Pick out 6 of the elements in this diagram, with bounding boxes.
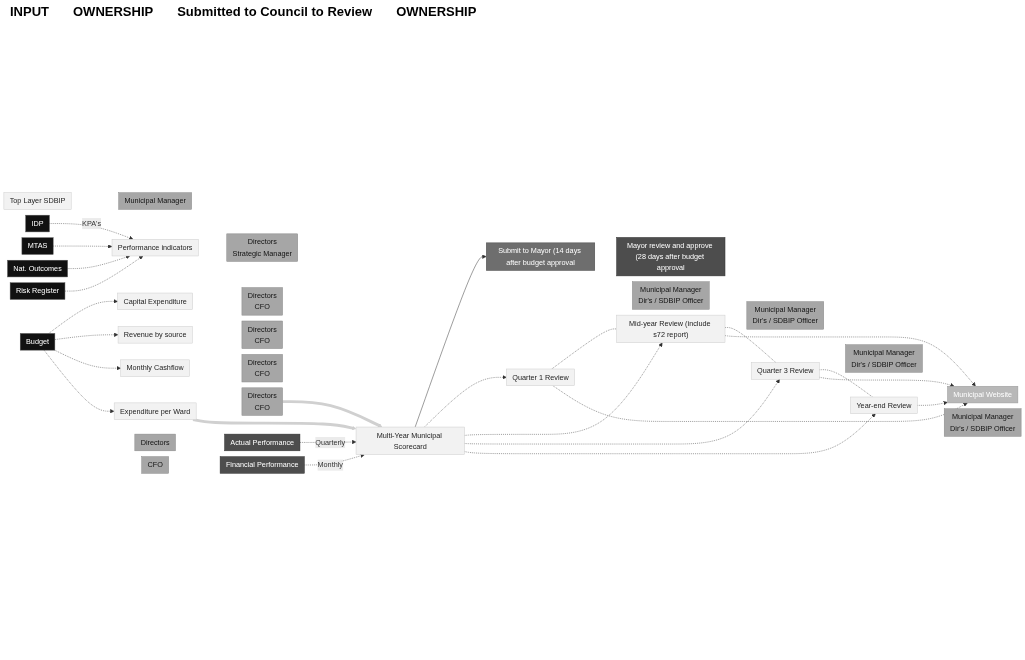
column-heading: INPUT [10,4,49,19]
column-heading: OWNERSHIP [396,4,477,19]
column-heading: Submitted to Council to Review [177,4,373,19]
arrow [282,400,383,428]
column-heading: OWNERSHIP [73,4,154,19]
arrow [192,418,357,431]
